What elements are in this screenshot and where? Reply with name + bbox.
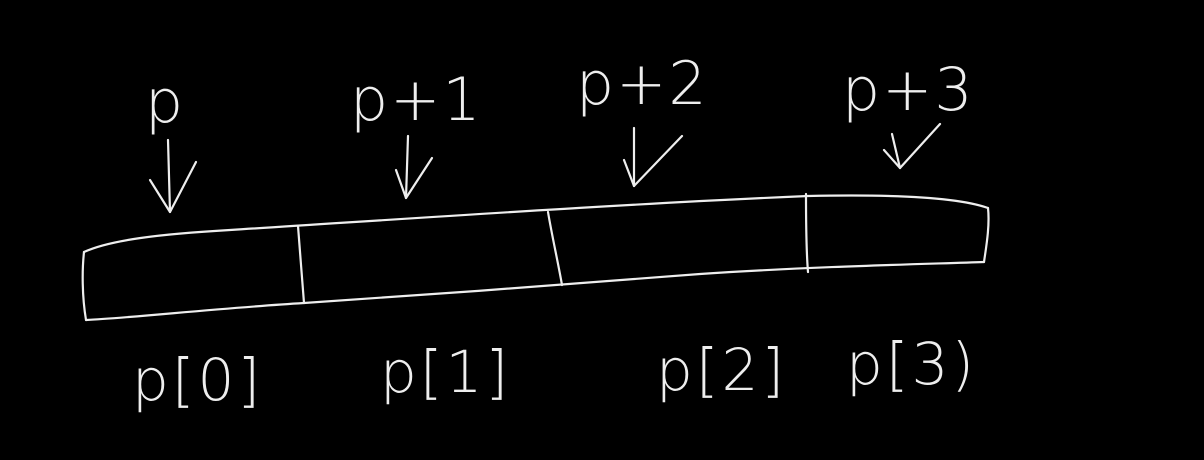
pointer-arrows xyxy=(148,122,942,214)
pointer-labels: p p+1 p+2 p+3 xyxy=(145,49,975,137)
array-bottom-edge xyxy=(84,260,986,322)
element-label-p0: p[0] xyxy=(132,346,263,414)
pointer-label-p-plus-2: p+2 xyxy=(576,49,709,119)
cell-divider-2 xyxy=(546,210,564,287)
array-strip xyxy=(81,192,990,322)
arrow-down-icon xyxy=(622,126,684,188)
element-label-p2: p[2] xyxy=(656,336,787,404)
element-label-p3: p[3) xyxy=(846,330,977,398)
cell-divider-3 xyxy=(804,192,810,274)
array-top-edge xyxy=(82,194,990,254)
array-left-edge xyxy=(81,250,88,322)
pointer-label-p: p xyxy=(145,67,185,137)
pointer-label-p-plus-1: p+1 xyxy=(350,65,483,135)
element-labels: p[0] p[1] p[2] p[3) xyxy=(132,330,977,414)
cell-divider-1 xyxy=(296,224,306,305)
array-right-edge xyxy=(982,206,990,264)
pointer-label-p-plus-3: p+3 xyxy=(842,55,975,125)
element-label-p1: p[1] xyxy=(380,338,511,406)
arrow-down-icon xyxy=(148,138,198,214)
arrow-down-icon xyxy=(394,134,434,200)
arrow-down-icon xyxy=(882,122,942,170)
